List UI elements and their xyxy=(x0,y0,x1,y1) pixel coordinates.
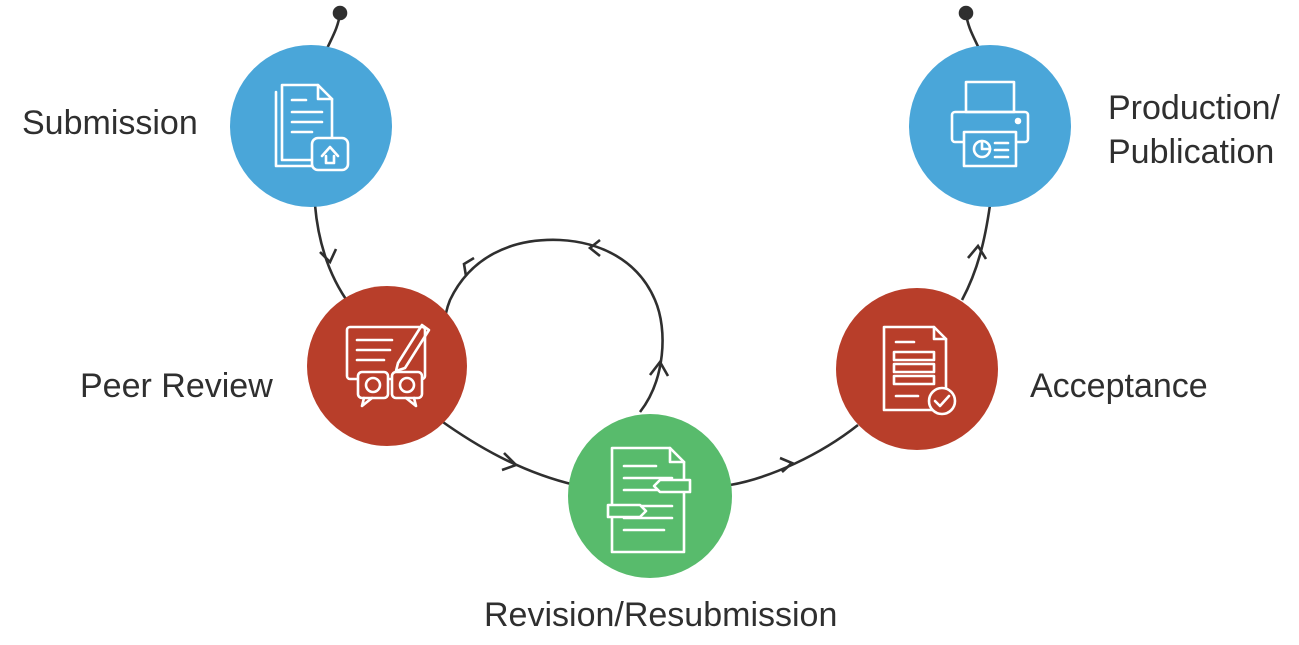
loop-arrow-left xyxy=(462,256,475,277)
production-node xyxy=(909,45,1071,207)
acceptance-node xyxy=(836,288,998,450)
connector-peer-review-revision xyxy=(439,418,576,487)
acceptance-label: Acceptance xyxy=(1030,367,1208,405)
loop-arrow-top xyxy=(587,238,601,258)
submission-circle xyxy=(230,45,392,207)
acceptance-circle xyxy=(836,288,998,450)
submission-node xyxy=(230,45,392,207)
connectors xyxy=(313,5,992,487)
connector-revision-acceptance xyxy=(729,423,859,487)
printer-icon xyxy=(950,80,1030,168)
review-feedback-icon xyxy=(345,323,431,408)
document-check-icon xyxy=(882,325,957,416)
document-upload-icon xyxy=(274,83,350,172)
loop-arrow-up xyxy=(648,359,670,377)
submission-label: Submission xyxy=(22,104,198,142)
arrow-acceptance-production xyxy=(967,243,988,260)
arrow-revision-acceptance xyxy=(779,456,795,473)
peer-review-label: Peer Review xyxy=(80,367,273,405)
revision-node xyxy=(568,414,732,578)
production-label-line2: Publication xyxy=(1108,133,1275,171)
revision-label: Revision/Resubmission xyxy=(484,596,838,634)
peer-review-circle xyxy=(307,286,467,446)
revision-loop xyxy=(443,238,664,413)
peer-review-node xyxy=(307,286,467,446)
production-circle xyxy=(909,45,1071,207)
revision-circle xyxy=(568,414,732,578)
arrow-peer-review-revision xyxy=(501,452,519,472)
connector-acceptance-production xyxy=(960,204,992,301)
production-label-line1: Production/ xyxy=(1108,89,1280,127)
production-label: Production/ Publication xyxy=(1108,88,1280,172)
arrow-submission-peer-review xyxy=(319,248,338,265)
document-exchange-icon xyxy=(606,446,692,554)
